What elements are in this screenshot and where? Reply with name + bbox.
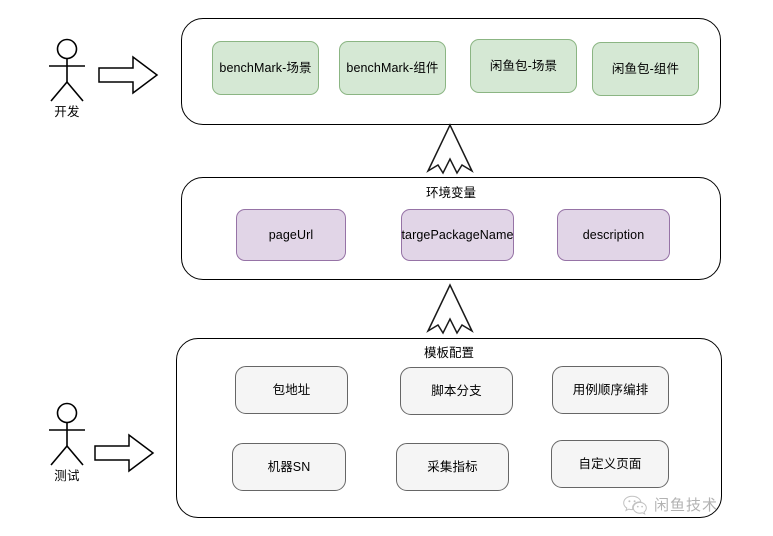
actor-dev-label: 开发	[54, 105, 80, 119]
node-xianyu-package-component[interactable]: 闲鱼包-组件	[592, 42, 699, 96]
wechat-icon	[623, 495, 647, 515]
node-machine-sn[interactable]: 机器SN	[232, 443, 346, 491]
node-package-address[interactable]: 包地址	[235, 366, 348, 414]
stick-figure-icon	[49, 38, 85, 102]
node-benchmark-scene[interactable]: benchMark-场景	[212, 41, 319, 95]
node-label: targePackageName	[401, 227, 514, 242]
node-label: description	[582, 227, 645, 242]
stick-figure-icon	[49, 402, 85, 466]
connector-template-to-env	[415, 283, 485, 344]
section-template-config-title: 模板配置	[423, 346, 474, 360]
node-label: 闲鱼包-组件	[611, 61, 680, 76]
node-case-order[interactable]: 用例顺序编排	[552, 366, 669, 414]
node-collect-metrics[interactable]: 采集指标	[396, 443, 509, 491]
node-description[interactable]: description	[557, 209, 670, 261]
section-template-config: 模板配置	[176, 338, 722, 518]
node-label: benchMark-场景	[219, 60, 312, 75]
node-label: 采集指标	[427, 459, 478, 474]
actor-test-label: 测试	[54, 469, 80, 483]
node-label: 包地址	[272, 382, 311, 397]
section-env-variables-title: 环境变量	[425, 186, 476, 200]
hollow-generalization-arrow-up-icon	[426, 283, 474, 335]
node-label: 用例顺序编排	[572, 382, 649, 397]
hollow-generalization-arrow-up-icon	[426, 123, 474, 175]
node-label: 脚本分支	[431, 383, 482, 398]
node-label: benchMark-组件	[346, 60, 439, 75]
node-label: 自定义页面	[578, 456, 642, 471]
watermark-text: 闲鱼技术	[654, 495, 719, 514]
node-label: pageUrl	[268, 227, 314, 242]
node-page-url[interactable]: pageUrl	[236, 209, 346, 261]
node-script-branch[interactable]: 脚本分支	[400, 367, 513, 415]
block-arrow-right-icon	[94, 433, 155, 473]
node-benchmark-component[interactable]: benchMark-组件	[339, 41, 446, 95]
node-label: 机器SN	[267, 459, 311, 474]
actor-test: 测试	[22, 402, 112, 483]
node-targe-package-name[interactable]: targePackageName	[401, 209, 514, 261]
actor-dev: 开发	[22, 38, 112, 119]
block-arrow-right-icon	[98, 55, 159, 95]
node-custom-page[interactable]: 自定义页面	[551, 440, 669, 488]
block-arrow-right-test	[93, 432, 155, 479]
watermark: 闲鱼技术	[622, 494, 718, 516]
node-label: 闲鱼包-场景	[489, 58, 558, 73]
node-xianyu-package-scene[interactable]: 闲鱼包-场景	[470, 39, 577, 93]
block-arrow-right-dev	[97, 54, 159, 101]
connector-env-to-scenarios	[415, 123, 485, 184]
